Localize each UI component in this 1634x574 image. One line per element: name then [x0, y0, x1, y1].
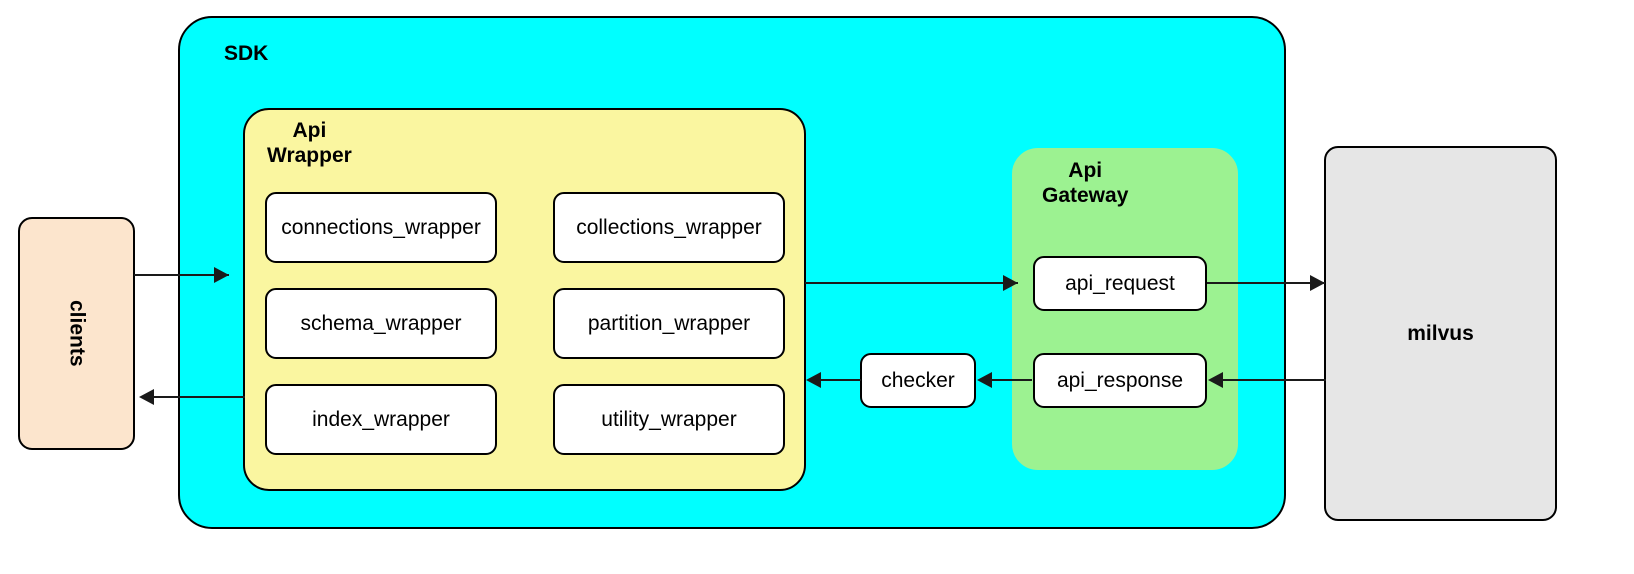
node-collections-wrapper-label: collections_wrapper: [576, 215, 762, 239]
container-api-gateway-label: Api Gateway: [1042, 159, 1129, 207]
arrow-checker-to-wrapper-line: [817, 379, 861, 381]
arrow-milvus-to-response-head: [1208, 372, 1223, 388]
node-clients-label: clients: [65, 300, 89, 367]
arrow-clients-to-sdk-head: [214, 267, 229, 283]
container-sdk-label: SDK: [224, 42, 269, 65]
node-milvus[interactable]: milvus: [1324, 146, 1557, 521]
node-connections-wrapper-label: connections_wrapper: [281, 215, 481, 239]
arrow-request-to-milvus-head: [1310, 275, 1325, 291]
node-partition-wrapper[interactable]: partition_wrapper: [553, 288, 785, 359]
arrow-request-to-milvus-line: [1207, 282, 1325, 284]
node-index-wrapper-label: index_wrapper: [312, 407, 450, 431]
arrow-clients-to-sdk-line: [134, 274, 229, 276]
arrow-wrapper-to-clients-line: [150, 396, 245, 398]
arrow-response-to-checker-line: [985, 379, 1032, 381]
node-milvus-label: milvus: [1407, 321, 1474, 345]
node-connections-wrapper[interactable]: connections_wrapper: [265, 192, 497, 263]
arrow-wrapper-to-clients-head: [139, 389, 154, 405]
arrow-wrapper-to-gateway-line: [805, 282, 1018, 284]
node-clients[interactable]: clients: [18, 217, 135, 450]
node-utility-wrapper-label: utility_wrapper: [601, 407, 737, 431]
node-api-request-label: api_request: [1065, 271, 1175, 295]
node-partition-wrapper-label: partition_wrapper: [587, 311, 751, 335]
node-schema-wrapper[interactable]: schema_wrapper: [265, 288, 497, 359]
node-api-response-label: api_response: [1056, 368, 1184, 392]
arrow-response-to-checker-head: [977, 372, 992, 388]
arrow-wrapper-to-gateway-head: [1003, 275, 1018, 291]
node-collections-wrapper[interactable]: collections_wrapper: [553, 192, 785, 263]
container-api-wrapper-label: Api Wrapper: [267, 119, 352, 167]
node-api-request[interactable]: api_request: [1033, 256, 1207, 311]
arrow-checker-to-wrapper-head: [806, 372, 821, 388]
node-checker-label: checker: [881, 368, 955, 392]
node-checker[interactable]: checker: [860, 353, 976, 408]
node-api-response[interactable]: api_response: [1033, 353, 1207, 408]
arrow-milvus-to-response-line: [1216, 379, 1326, 381]
node-index-wrapper[interactable]: index_wrapper: [265, 384, 497, 455]
node-utility-wrapper[interactable]: utility_wrapper: [553, 384, 785, 455]
node-schema-wrapper-label: schema_wrapper: [300, 311, 462, 335]
